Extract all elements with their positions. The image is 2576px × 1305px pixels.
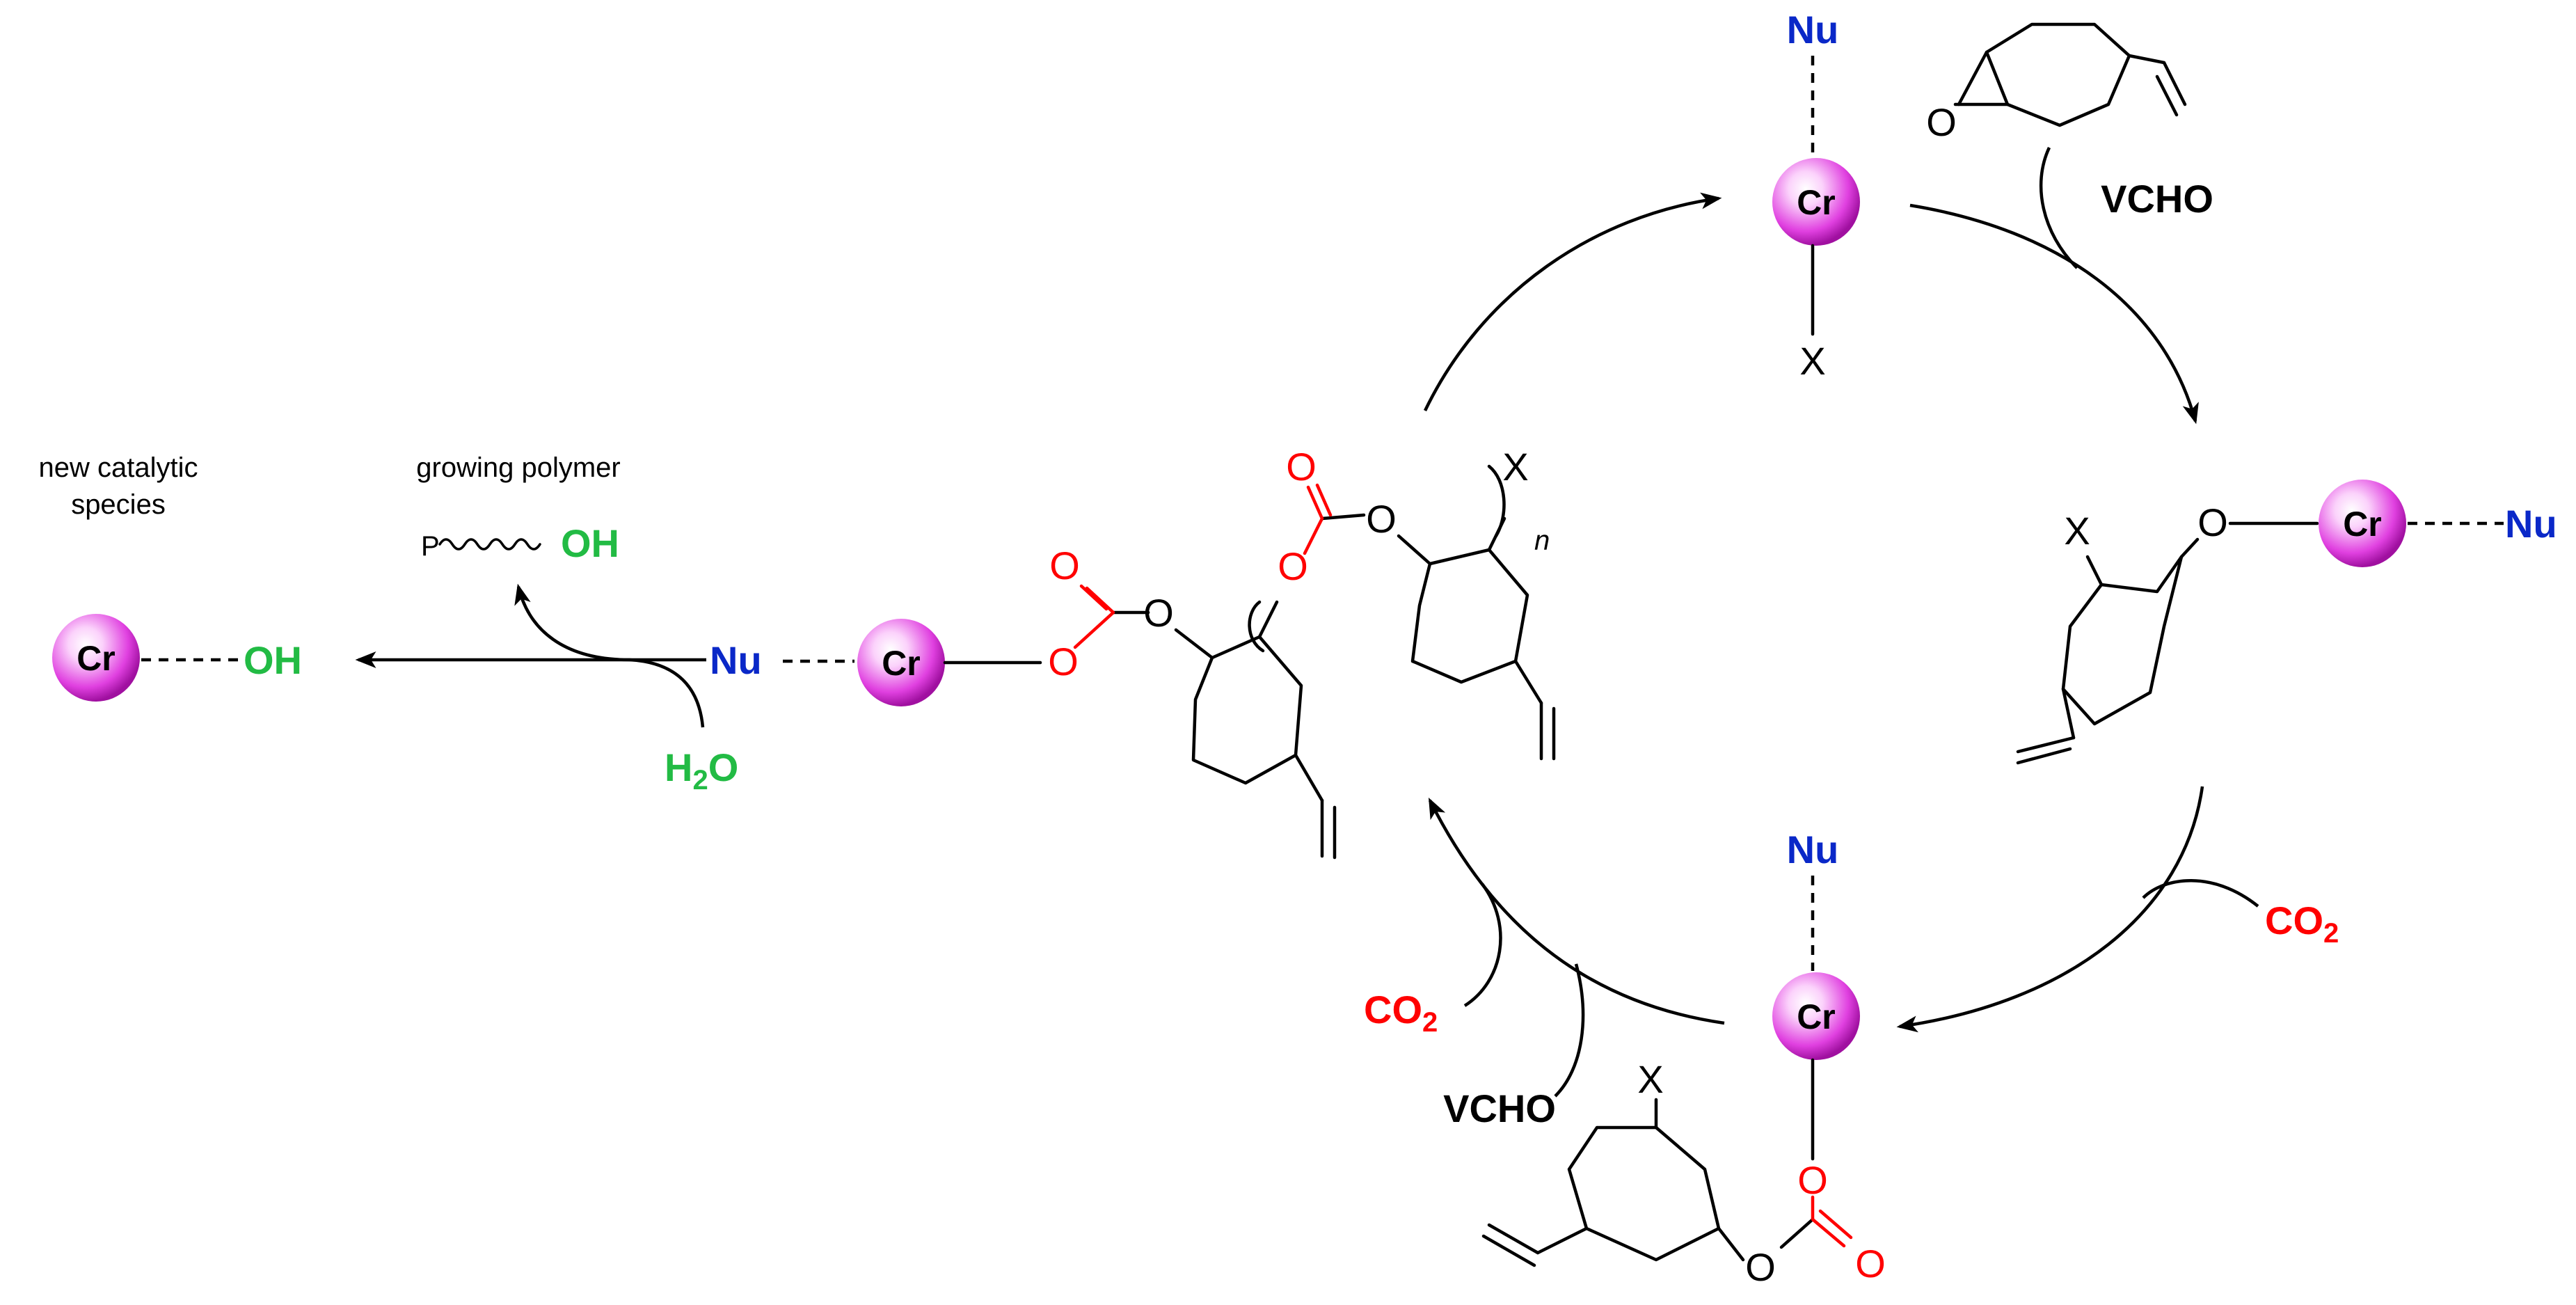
alkoxide-intermediate: X O Cr Nu bbox=[2016, 480, 2557, 765]
epoxide-oxygen-label: O bbox=[1926, 100, 1957, 144]
cycle-arrow-top-right bbox=[1909, 203, 2199, 425]
oxygen-label: O bbox=[1048, 640, 1079, 683]
carbonyl-oxygen-label: O bbox=[1286, 445, 1317, 489]
cr-metal-center bbox=[52, 614, 140, 702]
water-label: H2O bbox=[665, 745, 738, 796]
cr-label: Cr bbox=[2343, 505, 2382, 544]
polymer-P-label: P bbox=[421, 531, 440, 562]
vcho-label: VCHO bbox=[2101, 177, 2213, 221]
polymer-release-arrow bbox=[514, 583, 630, 662]
cycle-arrow-bottom-right bbox=[1896, 786, 2204, 1033]
cr-label: Cr bbox=[1797, 997, 1836, 1036]
carbonyl-oxygen-label: O bbox=[1049, 544, 1080, 587]
ester-oxygen-label: O bbox=[1366, 497, 1397, 541]
ester-oxygen-label: O bbox=[1143, 591, 1174, 635]
co2-feed-curve-right bbox=[2142, 879, 2259, 908]
nucleophile-label: Nu bbox=[1787, 828, 1839, 871]
x-substituent-label: X bbox=[2064, 509, 2090, 553]
co2-feed-curve-left bbox=[1463, 883, 1502, 1007]
polymer-OH-label: OH bbox=[561, 521, 619, 565]
nucleophile-label: Nu bbox=[710, 638, 762, 682]
x-substituent-label: X bbox=[1637, 1057, 1663, 1101]
alkoxide-oxygen-label: O bbox=[2197, 500, 2228, 544]
vcho-label: VCHO bbox=[1443, 1086, 1556, 1130]
cr-label: Cr bbox=[1797, 183, 1836, 222]
growing-polymer-label: growing polymer bbox=[416, 452, 620, 483]
cycle-arrow-bottom-left bbox=[1428, 797, 1725, 1025]
oxygen-label: O bbox=[1278, 544, 1308, 588]
ester-oxygen-label: O bbox=[1745, 1245, 1776, 1289]
cycle-arrow-top-left bbox=[1423, 192, 1722, 411]
new-catalytic-species: new catalytic species Cr OH bbox=[39, 452, 302, 702]
repeat-unit-n-label: n bbox=[1534, 525, 1550, 556]
oxygen-label: O bbox=[1797, 1158, 1828, 1202]
water-input-curve bbox=[629, 658, 705, 728]
polymer-chain-wave bbox=[438, 538, 541, 551]
new-catalytic-species-label-line1: new catalytic bbox=[39, 452, 198, 483]
cr-metal-center bbox=[1772, 972, 1860, 1060]
vcho-feed-curve-left bbox=[1554, 963, 1585, 1098]
polycarbonate-chain: O O O O O O X n bbox=[1048, 445, 1556, 860]
x-substituent-label: X bbox=[1502, 445, 1528, 489]
x-substituent-label: X bbox=[1799, 339, 1825, 383]
cr-label: Cr bbox=[77, 639, 116, 678]
cr-metal-center bbox=[2319, 480, 2406, 567]
co2-label: CO2 bbox=[1364, 988, 1438, 1038]
nucleophile-label: Nu bbox=[2505, 502, 2557, 546]
carbonate-intermediate: Nu Cr O O O X bbox=[1481, 828, 1886, 1289]
vcho-epoxide-top: O VCHO bbox=[1926, 22, 2213, 221]
growing-polymer: growing polymer P OH bbox=[416, 452, 620, 565]
nucleophile-label: Nu bbox=[1787, 8, 1839, 52]
carbonyl-oxygen-label: O bbox=[1855, 1242, 1886, 1286]
new-catalytic-species-label-line2: species bbox=[71, 489, 166, 520]
co2-label: CO2 bbox=[2265, 899, 2339, 949]
catalyst-complex-top: Nu Cr X bbox=[1772, 8, 1860, 383]
vcho-feed-curve bbox=[2039, 147, 2078, 269]
cr-label: Cr bbox=[882, 644, 921, 683]
hydroxyl-label: OH bbox=[244, 638, 302, 682]
cr-metal-center bbox=[857, 619, 945, 706]
cr-metal-center bbox=[1772, 158, 1860, 246]
